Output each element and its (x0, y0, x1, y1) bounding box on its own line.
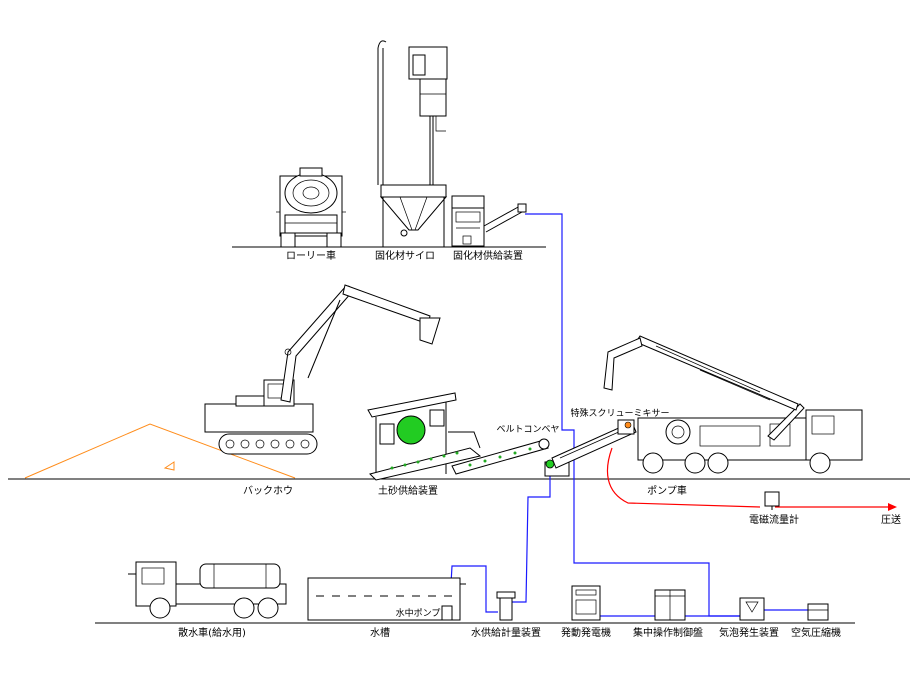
label-compressor: 空気圧縮機 (791, 626, 841, 639)
compressor (807, 603, 829, 621)
label-backhoe: バックホウ (243, 485, 293, 497)
flow-meter (764, 491, 780, 510)
soil-pile (24, 423, 296, 479)
screw-mixer (544, 419, 637, 477)
label-belt-conveyor: ベルトコンベヤ (496, 425, 559, 435)
label-water-metering: 水供給計量装置 (471, 626, 541, 639)
belt-conveyor (451, 438, 550, 475)
label-lorry: ローリー車 (286, 249, 336, 262)
foam-generator (739, 597, 765, 621)
label-pump-truck: ポンプ車 (647, 484, 687, 497)
green-drum (396, 415, 426, 445)
label-generator: 発動発電機 (561, 626, 611, 639)
binder-feeder (451, 195, 527, 247)
water-pipe (449, 213, 808, 617)
label-sprinkler-truck: 散水車(給水用) (178, 626, 246, 639)
lorry-truck (276, 167, 346, 248)
label-silo: 固化材サイロ (375, 249, 435, 262)
control-panel (654, 589, 686, 621)
label-soil-feeder: 土砂供給装置 (378, 484, 438, 497)
label-foam-generator: 気泡発生装置 (719, 626, 779, 639)
generator (571, 585, 601, 621)
soil-feeder (367, 392, 482, 481)
cement-silo (377, 40, 448, 247)
label-submersible-pump: 水中ポンプ (396, 607, 441, 619)
backhoe (204, 284, 441, 455)
water-metering-unit (496, 591, 516, 621)
water-tank (307, 577, 466, 621)
label-flow-meter: 電磁流量計 (749, 513, 799, 526)
sprinkler-truck (128, 561, 287, 619)
label-special-mixer: 特殊スクリューミキサー (570, 407, 669, 419)
label-pressure-out: 圧送 (881, 513, 901, 526)
label-water-tank: 水槽 (370, 626, 390, 639)
pump-truck (603, 335, 863, 474)
label-control-panel: 集中操作制御盤 (633, 626, 703, 639)
label-binder-feeder: 固化材供給装置 (453, 249, 523, 262)
pressure-pipe (606, 447, 897, 511)
